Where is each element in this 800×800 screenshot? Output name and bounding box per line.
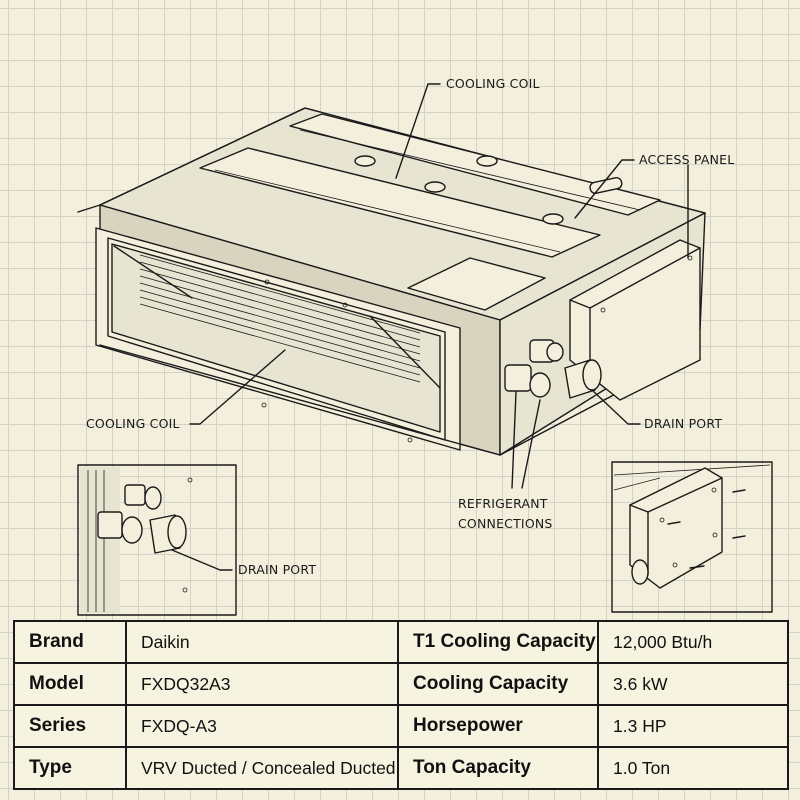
label-drain-port-inset: DRAIN PORT [238,562,316,577]
spec-table: Brand Daikin T1 Cooling Capacity 12,000 … [13,620,789,790]
spec-label: Series [13,704,127,748]
drain-port-inset-left [77,464,237,616]
label-refrigerant: REFRIGERANT [458,496,548,511]
spec-value: FXDQ32A3 [125,662,399,706]
label-cooling-coil-top: COOLING COIL [446,76,540,91]
spec-value: Daikin [125,620,399,664]
spec-label: Brand [13,620,127,664]
table-row: Brand Daikin T1 Cooling Capacity 12,000 … [13,620,789,664]
spec-value: 3.6 kW [597,662,789,706]
label-access-panel: ACCESS PANEL [639,152,734,167]
spec-label: Type [13,746,127,790]
spec-label: Model [13,662,127,706]
label-cooling-coil-left: COOLING COIL [86,416,180,431]
leader-lines [159,83,689,571]
unit-diagram: COOLING COIL ACCESS PANEL COOLING COIL D… [77,76,773,616]
spec-label: Cooling Capacity [397,662,599,706]
table-row: Type VRV Ducted / Concealed Ducted Ton C… [13,746,789,790]
coil-fins [139,254,421,383]
spec-value: 1.0 Ton [597,746,789,790]
control-box-inset-right [611,461,773,613]
spec-value: 12,000 Btu/h [597,620,789,664]
label-drain-port-right: DRAIN PORT [644,416,722,431]
drain-port [564,359,602,399]
spec-label: T1 Cooling Capacity [397,620,599,664]
spec-value: FXDQ-A3 [125,704,399,748]
spec-value: 1.3 HP [597,704,789,748]
label-connections: CONNECTIONS [458,516,553,531]
table-row: Series FXDQ-A3 Horsepower 1.3 HP [13,704,789,748]
spec-label: Ton Capacity [397,746,599,790]
ducted-unit-drawing [77,107,706,456]
spec-value: VRV Ducted / Concealed Ducted [125,746,399,790]
spec-label: Horsepower [397,704,599,748]
refrigerant-fittings [504,339,564,398]
table-row: Model FXDQ32A3 Cooling Capacity 3.6 kW [13,662,789,706]
